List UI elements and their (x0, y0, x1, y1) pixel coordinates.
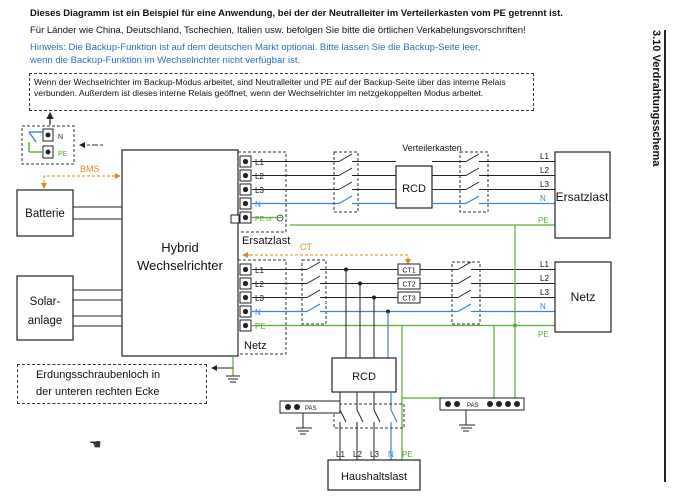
ct3-label: CT3 (402, 296, 415, 303)
ct2-block (397, 277, 421, 290)
household-rcd-box (331, 357, 397, 393)
section-title: 3.10 Verdrahtungsschema (650, 30, 662, 167)
load-l3-label: L3 (540, 180, 549, 189)
bms-label: BMS (80, 164, 100, 174)
netz-port-label: Netz (244, 340, 267, 352)
ersatzlast-port-label: Ersatzlast (242, 235, 290, 247)
household-breaker-box (333, 403, 405, 429)
household-rcd-label: RCD (352, 371, 376, 383)
load-l1-label: L1 (540, 152, 549, 161)
grid-breaker-box-1 (301, 259, 327, 325)
battery-box (16, 189, 74, 237)
netz-label: Netz (571, 290, 596, 304)
solar-box (16, 275, 74, 341)
ct2-label: CT2 (402, 282, 415, 289)
grid-out-l2-label: L2 (540, 274, 549, 283)
backup-mode-note: Wenn der Wechselrichter im Backup-Modus … (29, 73, 534, 111)
grid-box (554, 261, 612, 333)
grid-pe-label: PE (255, 322, 266, 331)
ground-note-line2: der unteren rechten Ecke (36, 386, 160, 398)
relay-pe-label: PE (58, 151, 68, 158)
load-n-label: N (540, 194, 546, 203)
grid-l3-label: L3 (255, 294, 264, 303)
grid-out-l1-label: L1 (540, 260, 549, 269)
hybrid-inverter-box (121, 149, 239, 357)
backup-load-box (554, 151, 611, 239)
relay-n-label: N (58, 134, 63, 141)
pas-bar-right (439, 397, 525, 411)
backup-rcd-box (395, 165, 433, 209)
grid-n-label: N (255, 308, 261, 317)
ersatzlast-label: Ersatzlast (556, 190, 609, 204)
solar-label-2: anlage (28, 315, 63, 327)
hh-l3-label: L3 (370, 450, 379, 459)
backup-breaker-box-2 (459, 151, 489, 213)
backup-l1-label: L1 (255, 158, 264, 167)
ground-screw-note: Erdungsschraubenloch in der unteren rech… (17, 364, 207, 404)
ct3-block (397, 291, 421, 304)
hh-l1-label: L1 (336, 450, 345, 459)
inverter-label-1: Hybrid (161, 240, 199, 255)
intro-hint-line1: Hinweis: Die Backup-Funktion ist auf dem… (30, 42, 481, 53)
load-pe-label: PE (538, 216, 549, 225)
ct1-label: CT1 (402, 268, 415, 275)
hh-pe-label: PE (402, 450, 413, 459)
intro-hint-line2: wenn die Backup-Funktion im Wechselricht… (30, 55, 301, 66)
ct1-block (397, 263, 421, 276)
grid-l1-label: L1 (255, 266, 264, 275)
grid-out-l3-label: L3 (540, 288, 549, 297)
backup-rcd-label: RCD (402, 183, 426, 195)
backup-n-label: N (255, 200, 261, 209)
pas-bar-left (279, 400, 341, 414)
distribution-box-label: Verteilerkasten (402, 143, 462, 153)
hh-l2-label: L2 (353, 450, 362, 459)
grid-out-pe-label: PE (538, 330, 549, 339)
pas-right-label: PAS (467, 403, 479, 409)
load-l2-label: L2 (540, 166, 549, 175)
hand-cursor-icon: ☚ (89, 436, 102, 452)
grid-terminal-block (237, 259, 287, 355)
ct-link (245, 254, 411, 265)
intro-region-text: Für Länder wie China, Deutschland, Tsche… (30, 25, 526, 36)
bms-link (43, 173, 121, 188)
internal-relay-box (21, 125, 75, 165)
hh-n-label: N (388, 450, 394, 459)
ground-note-line1: Erdungsschraubenloch in (36, 369, 161, 381)
intro-bold-text: Dieses Diagramm ist ein Beispiel für ein… (30, 8, 563, 19)
backup-l2-label: L2 (255, 172, 264, 181)
section-rule (664, 30, 666, 482)
backup-terminal-block (237, 151, 287, 233)
ct-label: CT (300, 242, 312, 252)
pas-left-label: PAS (305, 406, 317, 412)
household-label: Haushaltslast (341, 471, 407, 483)
backup-breaker-box-1 (333, 151, 359, 213)
battery-label: Batterie (25, 208, 65, 220)
inverter-label-2: Wechselrichter (137, 258, 223, 273)
backup-l3-label: L3 (255, 186, 264, 195)
backup-pe-label: PE or (255, 216, 273, 223)
grid-out-n-label: N (540, 302, 546, 311)
grid-l2-label: L2 (255, 280, 264, 289)
household-load-box (327, 459, 421, 491)
solar-label-1: Solar- (30, 296, 61, 308)
